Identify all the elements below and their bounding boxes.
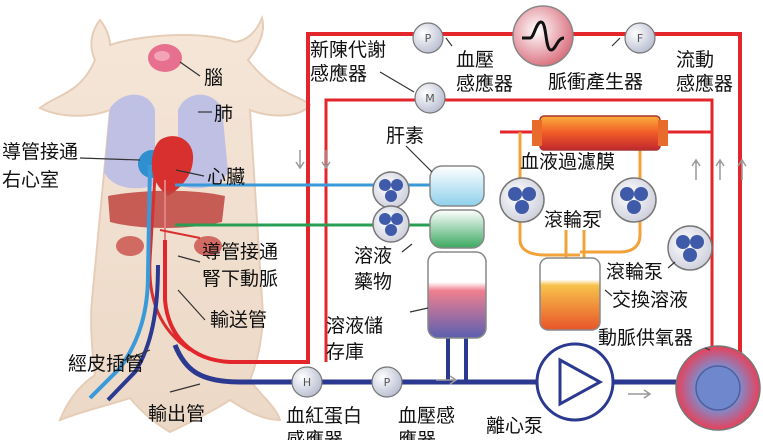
- roller-pump-filter-left: [499, 177, 545, 223]
- filter-loop: [518, 132, 642, 257]
- flow-gauge: F: [624, 22, 656, 54]
- label-roller-pump-b: 滾輪泵: [606, 261, 663, 283]
- label-solution-reservoir-2: 存庫: [326, 341, 364, 363]
- arterial-oxygenator: [675, 345, 761, 431]
- centrifugal-pump: [535, 342, 615, 422]
- label-solution-drugs-2: 藥物: [354, 271, 392, 293]
- flow-arrows: [295, 150, 747, 399]
- label-flow-sensor-1: 流動: [676, 49, 714, 71]
- svg-text:P: P: [384, 376, 391, 389]
- label-metabolic-sensor-1: 新陳代謝: [310, 39, 386, 61]
- roller-pump-filter-right: [611, 177, 657, 223]
- label-catheter-rv-1: 導管接通: [2, 141, 78, 163]
- label-exchange-solution: 交換溶液: [612, 289, 688, 311]
- hemoglobin-gauge: H: [291, 366, 323, 398]
- solution-reservoir: [427, 251, 487, 339]
- leader-lines: [79, 37, 711, 393]
- label-outflow-tube: 輸出管: [148, 403, 205, 425]
- drug-container: [429, 209, 485, 249]
- label-bp-sensor-top-2: 感應器: [456, 72, 513, 95]
- reservoir-drain: [446, 336, 468, 382]
- label-hemoglobin-sensor-1: 血紅蛋白: [286, 405, 362, 427]
- outflow-tube-line: [106, 264, 160, 402]
- label-delivery-tube: 輸送管: [210, 309, 267, 331]
- svg-text:F: F: [637, 32, 643, 45]
- svg-text:M: M: [425, 92, 435, 105]
- brain: [148, 44, 182, 72]
- arterial-line-inner: [324, 98, 714, 362]
- label-lungs: 肺: [214, 103, 233, 125]
- label-catheter-renal-2: 腎下動脈: [202, 268, 278, 290]
- label-pulse-generator: 脈衝產生器: [548, 71, 643, 93]
- pressure-gauge-top: P: [412, 22, 444, 54]
- heart: [138, 136, 194, 196]
- pulse-generator: [512, 5, 574, 67]
- metabolic-gauge: M: [414, 82, 446, 114]
- liver: [108, 190, 225, 228]
- label-flow-sensor-2: 感應器: [676, 72, 733, 95]
- pulse-wave-icon: [522, 20, 565, 52]
- svg-text:H: H: [303, 376, 311, 389]
- label-heart: 心臟: [207, 166, 245, 188]
- hemofilter: [532, 115, 668, 151]
- roller-pump-exchange: [667, 225, 713, 271]
- label-hemofilter: 血液過濾膜: [520, 151, 615, 173]
- catheter-rv-line: [88, 164, 152, 400]
- venous-line-main: [172, 344, 680, 385]
- label-heparin: 肝素: [386, 125, 424, 147]
- label-arterial-oxygenator: 動脈供氧器: [598, 327, 693, 349]
- pressure-gauge-bottom: P: [371, 366, 403, 398]
- svg-text:P: P: [425, 32, 432, 45]
- heparin-container: [429, 165, 485, 207]
- label-catheter-renal-1: 導管接通: [202, 241, 278, 263]
- label-solution-reservoir-1: 溶液儲: [326, 315, 383, 337]
- label-bp-sensor-top-1: 血壓: [456, 49, 494, 71]
- label-brain: 腦: [204, 67, 223, 89]
- label-centrifugal-pump: 離心泵: [486, 415, 543, 437]
- roller-pump-heparin: [372, 171, 410, 209]
- label-bp-sensor-bottom-2: 應器: [398, 428, 436, 440]
- label-bp-sensor-bottom-1: 血壓感: [398, 405, 455, 427]
- kidneys: [116, 236, 222, 256]
- label-roller-pump-a: 滾輪泵: [544, 209, 601, 231]
- label-catheter-rv-2: 右心室: [2, 169, 59, 191]
- exchange-solution-container: [539, 257, 601, 331]
- label-solution-drugs-1: 溶液: [354, 245, 392, 267]
- roller-pump-drug: [372, 205, 410, 243]
- label-hemoglobin-sensor-2: 感應器: [286, 428, 343, 440]
- label-percutaneous-cannula: 經皮插管: [68, 353, 144, 375]
- arterial-line-main: [163, 32, 742, 364]
- label-metabolic-sensor-2: 感應器: [310, 62, 367, 85]
